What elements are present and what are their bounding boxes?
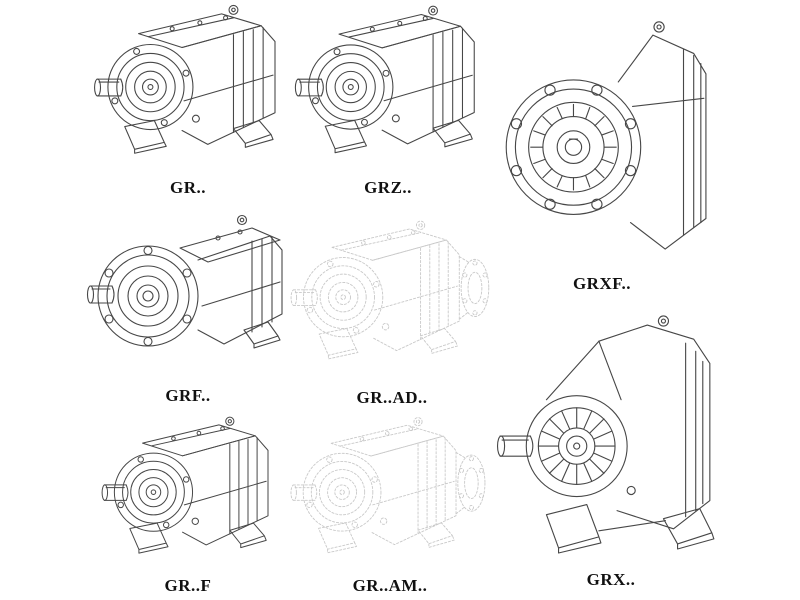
gearbox-drawing-gr-am (286, 414, 494, 574)
model-figure-gr-ad: GR..AD.. (286, 212, 498, 410)
model-label-grxf: GRXF.. (572, 274, 632, 293)
model-figure-grxf: GRXF.. (494, 4, 710, 296)
model-figure-grf: GRF.. (84, 208, 292, 408)
model-label-gr-f: GR..F (164, 576, 212, 595)
gearbox-drawing-gr-f (90, 414, 286, 574)
gearbox-drawing-gr-ad (286, 212, 498, 386)
model-figure-gr: GR.. (88, 2, 288, 200)
model-label-grf: GRF.. (165, 386, 211, 405)
model-figure-gr-am: GR..AM.. (286, 414, 494, 598)
model-label-grx: GRX.. (586, 570, 636, 589)
model-label-grz: GRZ.. (364, 178, 412, 197)
gearbox-drawing-grxf (494, 4, 710, 272)
gearbox-drawing-grf (84, 208, 292, 384)
gearbox-drawing-grx (494, 302, 728, 568)
model-label-gr-am: GR..AM.. (352, 576, 428, 595)
model-figure-gr-f: GR..F (90, 414, 286, 598)
gearbox-drawing-grz (290, 2, 486, 176)
model-label-gr-ad: GR..AD.. (356, 388, 428, 407)
gearbox-drawing-gr (88, 2, 288, 176)
model-figure-grz: GRZ.. (290, 2, 486, 200)
model-label-gr: GR.. (170, 178, 206, 197)
model-figure-grx: GRX.. (494, 302, 728, 592)
